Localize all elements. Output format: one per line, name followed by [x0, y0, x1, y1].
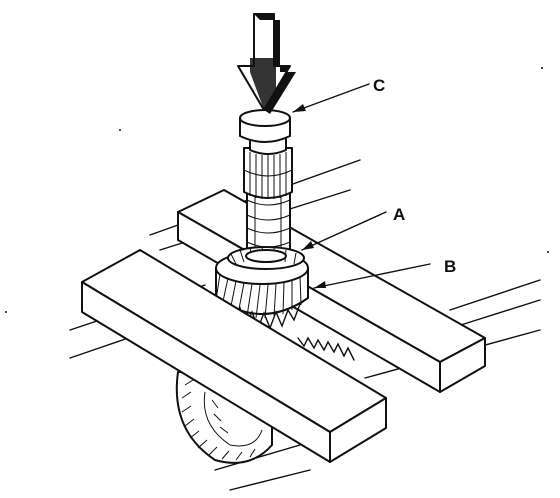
lower-gear-teeth — [297, 336, 355, 361]
lower-gear — [175, 371, 273, 464]
gear-a — [227, 246, 305, 270]
front-support-block — [81, 249, 387, 463]
press-adapter-c — [239, 109, 291, 143]
callout-leaders — [292, 83, 431, 289]
label-a: A — [393, 205, 405, 224]
label-b: B — [444, 257, 456, 276]
print-specks — [5, 67, 549, 313]
label-c: C — [373, 76, 385, 95]
press-force-arrow — [237, 13, 296, 114]
